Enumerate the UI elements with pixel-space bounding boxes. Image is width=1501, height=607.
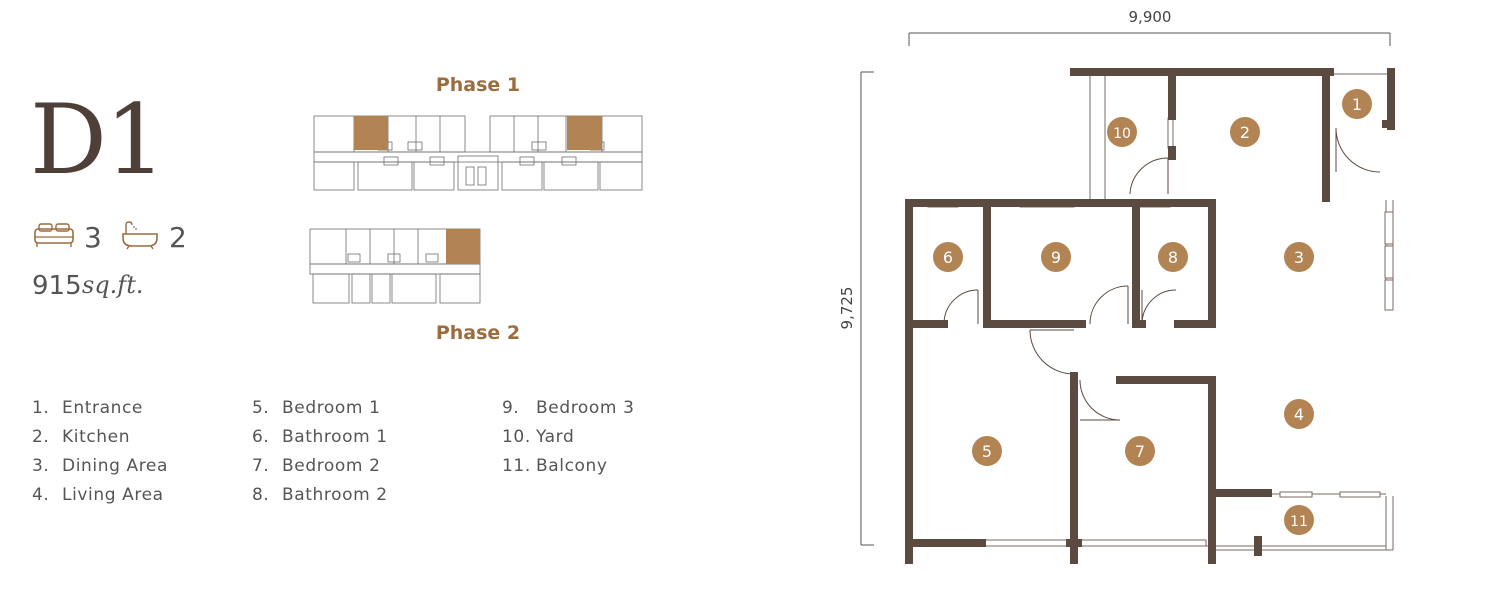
phase-2-key-plan xyxy=(309,228,481,304)
legend-item: 6.Bathroom 1 xyxy=(252,427,388,447)
legend-item: 9.Bedroom 3 xyxy=(502,398,635,418)
svg-text:10: 10 xyxy=(1113,126,1131,142)
room-marker-10: 10 xyxy=(1107,117,1137,147)
room-marker-5: 5 xyxy=(972,436,1002,466)
svg-text:9: 9 xyxy=(1051,248,1061,267)
svg-text:4: 4 xyxy=(1294,405,1304,424)
depth-dimension: 9,725 xyxy=(838,287,856,330)
unit-title: D1 xyxy=(30,84,166,196)
svg-text:7: 7 xyxy=(1135,442,1145,461)
svg-text:8: 8 xyxy=(1168,248,1178,267)
legend-item: 8.Bathroom 2 xyxy=(252,485,388,505)
room-marker-2: 2 xyxy=(1230,117,1260,147)
svg-text:3: 3 xyxy=(1294,248,1304,267)
legend-item: 5.Bedroom 1 xyxy=(252,398,381,418)
room-marker-1: 1 xyxy=(1342,89,1372,119)
phase-1-label: Phase 1 xyxy=(435,74,521,96)
svg-text:5: 5 xyxy=(982,442,992,461)
room-markers: 1 2 3 4 5 6 7 8 9 10 11 xyxy=(933,89,1372,535)
legend-item: 7.Bedroom 2 xyxy=(252,456,381,476)
legend-item: 2.Kitchen xyxy=(32,427,131,447)
area-unit: sq.ft. xyxy=(82,271,144,299)
bedroom-count: 3 xyxy=(84,221,102,254)
area-value: 915 xyxy=(32,271,82,301)
phase-1-key-plan xyxy=(313,115,643,191)
dimension-lines xyxy=(860,32,1391,546)
svg-text:1: 1 xyxy=(1352,95,1362,114)
width-dimension: 9,900 xyxy=(1129,8,1172,26)
bathtub-icon xyxy=(122,221,158,250)
room-marker-3: 3 xyxy=(1284,242,1314,272)
room-marker-7: 7 xyxy=(1125,436,1155,466)
svg-text:6: 6 xyxy=(943,248,953,267)
legend-item: 11.Balcony xyxy=(502,456,608,476)
legend-column-1: 1.Entrance 2.Kitchen 3.Dining Area 4.Liv… xyxy=(32,398,168,514)
bathroom-count: 2 xyxy=(169,221,187,254)
svg-text:11: 11 xyxy=(1290,514,1308,530)
phase-2-label: Phase 2 xyxy=(435,322,521,344)
room-marker-4: 4 xyxy=(1284,399,1314,429)
legend-item: 4.Living Area xyxy=(32,485,164,505)
walls xyxy=(905,68,1395,564)
legend-item: 3.Dining Area xyxy=(32,456,169,476)
legend-item: 10.Yard xyxy=(502,427,575,447)
legend-column-3: 9.Bedroom 3 10.Yard 11.Balcony xyxy=(502,398,635,485)
bed-icon xyxy=(34,223,74,247)
legend-column-2: 5.Bedroom 1 6.Bathroom 1 7.Bedroom 2 8.B… xyxy=(252,398,388,514)
room-marker-6: 6 xyxy=(933,242,963,272)
room-marker-9: 9 xyxy=(1041,242,1071,272)
room-marker-8: 8 xyxy=(1158,242,1188,272)
room-marker-11: 11 xyxy=(1284,505,1314,535)
svg-text:2: 2 xyxy=(1240,123,1250,142)
legend-item: 1.Entrance xyxy=(32,398,143,418)
